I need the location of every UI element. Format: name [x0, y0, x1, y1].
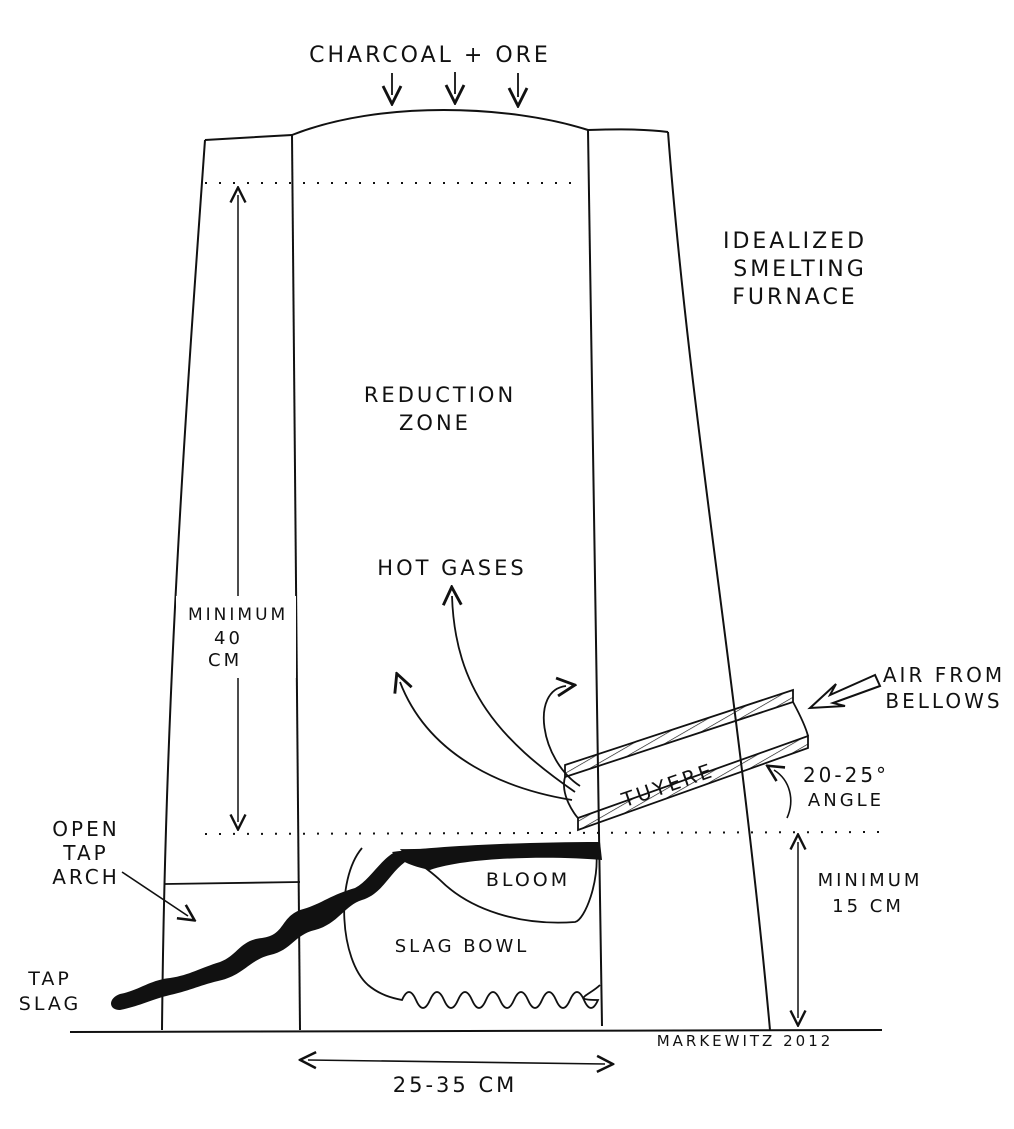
shaft-height-line-3: CM — [208, 650, 242, 671]
signature: MARKEWITZ 2012 — [657, 1032, 834, 1050]
tap-slag-flow — [111, 852, 405, 1010]
hot-gas-arrow-left — [400, 682, 573, 801]
bowl-depth-line-1: MINIMUM — [818, 870, 923, 891]
hot-gases-label: HOT GASES — [377, 556, 526, 580]
furnace-left-outer-wall — [161, 139, 206, 1031]
title-line-3: FURNACE — [732, 285, 857, 310]
furnace-top-rim — [204, 109, 669, 141]
angle-arc — [774, 770, 792, 819]
title-line-2: SMELTING — [733, 257, 867, 282]
ground-line — [69, 1029, 883, 1033]
tuyere-pipe: TUYERE — [563, 688, 809, 832]
tuyere-label: TUYERE — [618, 758, 718, 812]
slag-bowl-label: SLAG BOWL — [395, 936, 530, 957]
angle-line-1: 20-25° — [803, 763, 889, 787]
inner-width-dimension-arrow — [308, 1060, 605, 1064]
bowl-depth-line-2: 15 CM — [832, 896, 904, 917]
air-from-bellows-line-2: BELLOWS — [885, 689, 1002, 713]
tap-arch-top — [164, 881, 301, 885]
hot-gas-arrow-center — [452, 596, 576, 793]
inner-width-label: 25-35 CM — [393, 1073, 517, 1097]
furnace-left-inner-wall — [291, 134, 301, 1031]
air-from-bellows-line-1: AIR FROM — [883, 663, 1005, 687]
slag-bowl-outline — [343, 847, 601, 1009]
reduction-zone-line-1: REDUCTION — [364, 383, 516, 407]
bloom-dark-layer — [392, 842, 602, 870]
furnace-right-inner-wall — [587, 129, 603, 1027]
angle-line-2: ANGLE — [808, 790, 884, 811]
furnace-right-outer-wall — [667, 131, 771, 1031]
shaft-height-line-1: MINIMUM — [188, 605, 288, 625]
air-arrow — [807, 673, 882, 710]
charcoal-ore-label: CHARCOAL + ORE — [309, 43, 551, 68]
tap-arch-pointer — [121, 871, 188, 916]
shaft-height-line-2: 40 — [214, 628, 243, 649]
tap-arch-line-2: TAP — [62, 841, 108, 865]
title-line-1: IDEALIZED — [723, 229, 867, 254]
tuyere-level-dotted-line — [204, 831, 881, 835]
tap-slag-line-2: SLAG — [19, 993, 81, 1015]
tap-slag-line-1: TAP — [27, 968, 72, 990]
bloom-label: BLOOM — [486, 869, 570, 891]
tap-arch-line-1: OPEN — [52, 817, 119, 841]
tap-arch-line-3: ARCH — [52, 865, 120, 889]
reduction-zone-line-2: ZONE — [399, 411, 471, 435]
